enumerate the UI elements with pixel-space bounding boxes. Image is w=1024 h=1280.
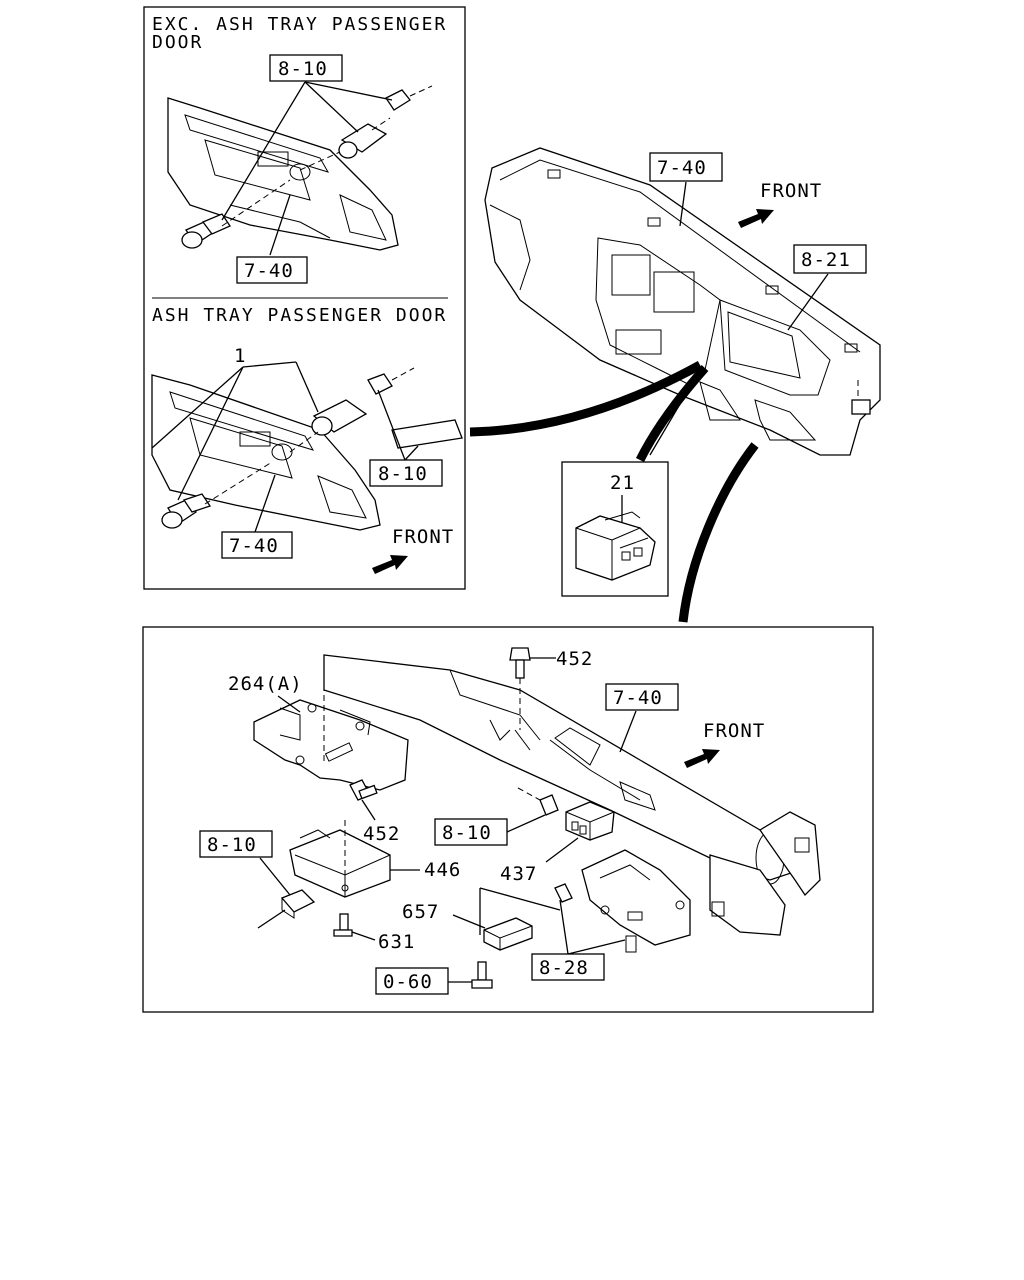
screw-631-drawing [333,913,353,937]
ref-box-7-40-upper [236,256,308,284]
relay-437-drawing [517,787,615,841]
bolt-452-top-drawing [509,647,531,730]
heading-exc-ash-tray-line2: DOOR [152,32,203,53]
ref-box-7-40-bottom [605,683,679,711]
front-label-bottom: FRONT [703,720,765,742]
ref-box-8-10-left [199,830,273,858]
part-number-264a[interactable]: 264(A) [228,673,303,695]
ref-label-7-40-bottom[interactable]: 7-40 [613,687,663,709]
front-arrow-top-left-icon [372,555,408,574]
ref-box-8-21 [793,244,867,274]
heading-ash-tray: ASH TRAY PASSENGER DOOR [152,305,447,326]
switch-body [575,515,656,581]
ref-box-8-10-upper [269,54,343,82]
top-left-panel-frame [143,6,466,590]
front-arrow-bottom-icon [684,749,720,768]
bottom-panel-frame [142,626,874,1013]
callout-curve-to-switch-inset [635,365,709,463]
cross-member-drawing [323,654,821,936]
ref-label-7-40-upper[interactable]: 7-40 [244,260,294,282]
part-number-437[interactable]: 437 [500,863,537,885]
bottom-panel: 452 264(A) 7-40 FRONT 452 446 [142,626,874,1013]
ref-label-0-60[interactable]: 0-60 [383,971,433,993]
part-number-21[interactable]: 21 [610,472,635,494]
ref-label-8-10-left[interactable]: 8-10 [207,834,257,856]
ref-box-0-60 [375,967,449,995]
part-number-452-top[interactable]: 452 [556,648,593,670]
ref-box-8-28 [531,953,605,981]
connector-left-drawing [257,889,316,929]
front-arrow-dashboard-icon [738,209,774,228]
ref-label-8-28[interactable]: 8-28 [539,957,589,979]
ref-label-8-10-lower[interactable]: 8-10 [378,463,428,485]
ref-label-8-10-upper[interactable]: 8-10 [278,58,328,80]
part-number-1[interactable]: 1 [234,345,246,367]
ref-box-7-40-dashboard [649,152,723,182]
ref-label-8-10-mid[interactable]: 8-10 [442,822,492,844]
control-unit-446-drawing [289,829,391,898]
heading-exc-ash-tray-line1: EXC. ASH TRAY PASSENGER [152,14,447,35]
switch-inset-frame [561,461,669,597]
console-drawing-upper [167,85,433,251]
part-number-631[interactable]: 631 [378,931,415,953]
part-number-657[interactable]: 657 [402,901,439,923]
bolt-0-60-drawing [471,961,493,989]
ref-label-7-40-dashboard[interactable]: 7-40 [657,157,707,179]
part-657-drawing [483,917,533,951]
top-left-panel: EXC. ASH TRAY PASSENGER DOOR ASH TRAY PA… [143,6,466,590]
bracket-8-28-drawing [554,849,691,953]
ref-box-8-10-lower [369,459,443,487]
bracket-264a-drawing [253,699,409,791]
dashboard-view: 7-40 FRONT 8-21 [469,147,881,623]
ref-box-7-40-lower [221,531,293,559]
front-label-dashboard: FRONT [760,180,822,202]
console-drawing-lower [151,367,463,531]
callout-curve-to-top-panel [469,361,703,437]
front-label-top-left: FRONT [392,526,454,548]
ref-label-8-21[interactable]: 8-21 [801,249,851,271]
part-number-446[interactable]: 446 [424,859,461,881]
ref-label-7-40-lower[interactable]: 7-40 [229,535,279,557]
part-number-452-mid[interactable]: 452 [363,823,400,845]
switch-inset: 21 [561,461,669,597]
callout-curve-to-bottom-panel [678,442,759,623]
bolt-452-mid-drawing [349,779,378,801]
